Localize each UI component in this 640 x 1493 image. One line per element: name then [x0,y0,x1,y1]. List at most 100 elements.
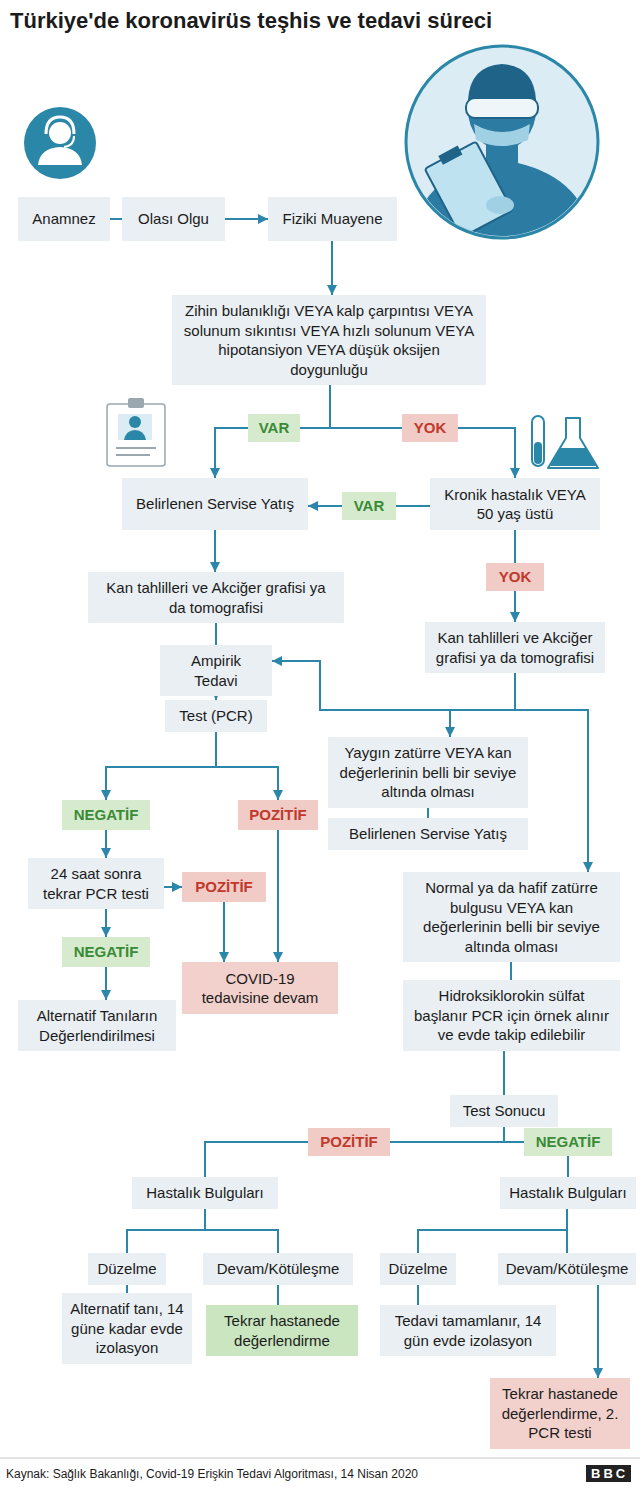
process-box: Hastalık Bulguları [500,1177,636,1209]
flow-connector [390,1127,504,1143]
no-tag: POZİTİF [182,872,266,902]
flow-connector [127,1209,205,1254]
flow-connector [205,1209,278,1254]
flow-connector [105,830,107,858]
node-text: Anamnez [32,209,95,229]
process-box: Tedavi tamamlanır, 14 gün evde izolasyon [380,1305,556,1356]
process-box: Belirlenen Servise Yatış [122,478,308,530]
no-tag: YOK [402,414,458,442]
yes-tag: NEGATİF [524,1128,612,1156]
node-text: Devam/Kötüleşme [217,1259,340,1279]
process-box: Hidroksiklorokin sülfat başlanır PCR içi… [403,980,620,1051]
flow-connector [510,962,512,980]
flow-connector [567,1156,569,1177]
yes-tag: VAR [342,492,396,520]
process-box: Zihin bulanıklığı VEYA kalp çarpıntısı V… [172,295,486,385]
node-text: NEGATİF [74,942,139,962]
no-tag: POZİTİF [308,1128,390,1156]
flow-connector [106,732,216,800]
id-card-icon [107,398,165,466]
process-box: Fiziki Muayene [268,197,397,241]
node-text: Yaygın zatürre VEYA kan değerlerinin bel… [336,743,520,802]
node-text: YOK [499,567,532,587]
result-box: Tekrar hastanede değerlendirme [206,1305,358,1356]
node-text: Olası Olgu [138,209,209,229]
flow-connector [597,1285,599,1379]
patient-icon [24,107,96,179]
process-box: Belirlenen Servise Yatış [328,818,528,850]
process-box: Alternatif tanı, 14 güne kadar evde izol… [62,1293,192,1364]
process-box: Normal ya da hafif zatürre bulgusu VEYA … [403,872,620,962]
process-box: Test (PCR) [165,700,267,732]
process-box: Yaygın zatürre VEYA kan değerlerinin bel… [328,737,528,808]
node-text: Kan tahlilleri ve Akciğer grafisi ya da … [96,578,336,617]
process-box: Kronik hastalık VEYA 50 yaş üstü [430,478,600,530]
node-text: Devam/Kötüleşme [506,1259,629,1279]
node-text: Hidroksiklorokin sülfat başlanır PCR içi… [411,986,612,1045]
flow-connector [396,505,430,507]
flow-connector [450,673,515,737]
result-box: COVID-19 tedavisine devam [182,962,338,1014]
node-text: Fiziki Muayene [282,209,382,229]
node-text: YOK [414,418,447,438]
node-text: Normal ya da hafif zatürre bulgusu VEYA … [411,878,612,956]
node-text: Alternatif tanı, 14 güne kadar evde izol… [70,1299,184,1358]
yes-tag: NEGATİF [62,800,150,830]
node-text: Düzelme [388,1259,447,1279]
result-box: Tekrar hastanede değerlendirme, 2. PCR t… [490,1378,630,1449]
node-text: POZİTİF [195,877,253,897]
node-text: Düzelme [97,1259,156,1279]
process-box: Hastalık Bulguları [132,1177,278,1209]
flow-connector [216,732,278,800]
flow-connector [330,385,402,428]
no-tag: YOK [486,563,544,591]
flow-connector [110,218,122,220]
node-text: Kan tahlilleri ve Akciğer grafisi ya da … [433,628,597,667]
flow-connector [566,1209,568,1254]
node-text: NEGATİF [536,1132,601,1152]
flow-connector [418,1209,567,1254]
process-box: Anamnez [18,197,110,241]
flow-connector [277,1285,279,1306]
process-box: 24 saat sonra tekrar PCR testi [28,858,164,909]
flow-connector [205,1142,308,1177]
node-text: COVID-19 tedavisine devam [190,969,330,1008]
yes-tag: VAR [248,414,300,442]
flow-connector [225,218,268,220]
flow-connector [514,530,516,563]
node-text: Hastalık Bulguları [509,1183,627,1203]
node-text: NEGATİF [74,805,139,825]
footer-rule [0,1458,640,1459]
process-box: Kan tahlilleri ve Akciğer grafisi ya da … [425,622,605,673]
node-text: Tekrar hastanede değerlendirme [214,1311,350,1350]
doctor-illustration [406,46,598,245]
process-box: Devam/Kötüleşme [203,1253,353,1285]
flow-connector [503,1051,505,1096]
flow-connector [417,1285,419,1306]
node-text: VAR [354,496,385,516]
process-box: Olası Olgu [122,197,225,241]
logo-label: BBC [586,1465,631,1482]
node-text: Test (PCR) [179,706,252,726]
node-text: POZİTİF [249,805,307,825]
flow-connector [215,428,248,478]
node-text: 24 saat sonra tekrar PCR testi [36,864,156,903]
yes-tag: NEGATİF [62,937,150,967]
flow-connector [223,902,225,962]
process-box: Devam/Kötüleşme [498,1253,636,1285]
chart-title: Türkiye'de koronavirüs teşhis ve tedavi … [10,8,492,34]
flow-connector [331,241,333,295]
process-box: Kan tahlilleri ve Akciğer grafisi ya da … [88,572,344,623]
process-box: Ampirik Tedavi [160,645,272,696]
flow-connector [277,830,279,962]
node-text: Alternatif Tanıların Değerlendirilmesi [26,1006,168,1045]
flow-connector [105,909,107,937]
node-text: Kronik hastalık VEYA 50 yaş üstü [438,485,592,524]
flow-connector [427,808,429,819]
node-text: Belirlenen Servise Yatış [136,494,294,514]
flow-connector [458,428,515,478]
node-text: Tedavi tamamlanır, 14 gün evde izolasyon [388,1311,548,1350]
node-text: POZİTİF [320,1132,378,1152]
flow-connector [214,530,216,572]
